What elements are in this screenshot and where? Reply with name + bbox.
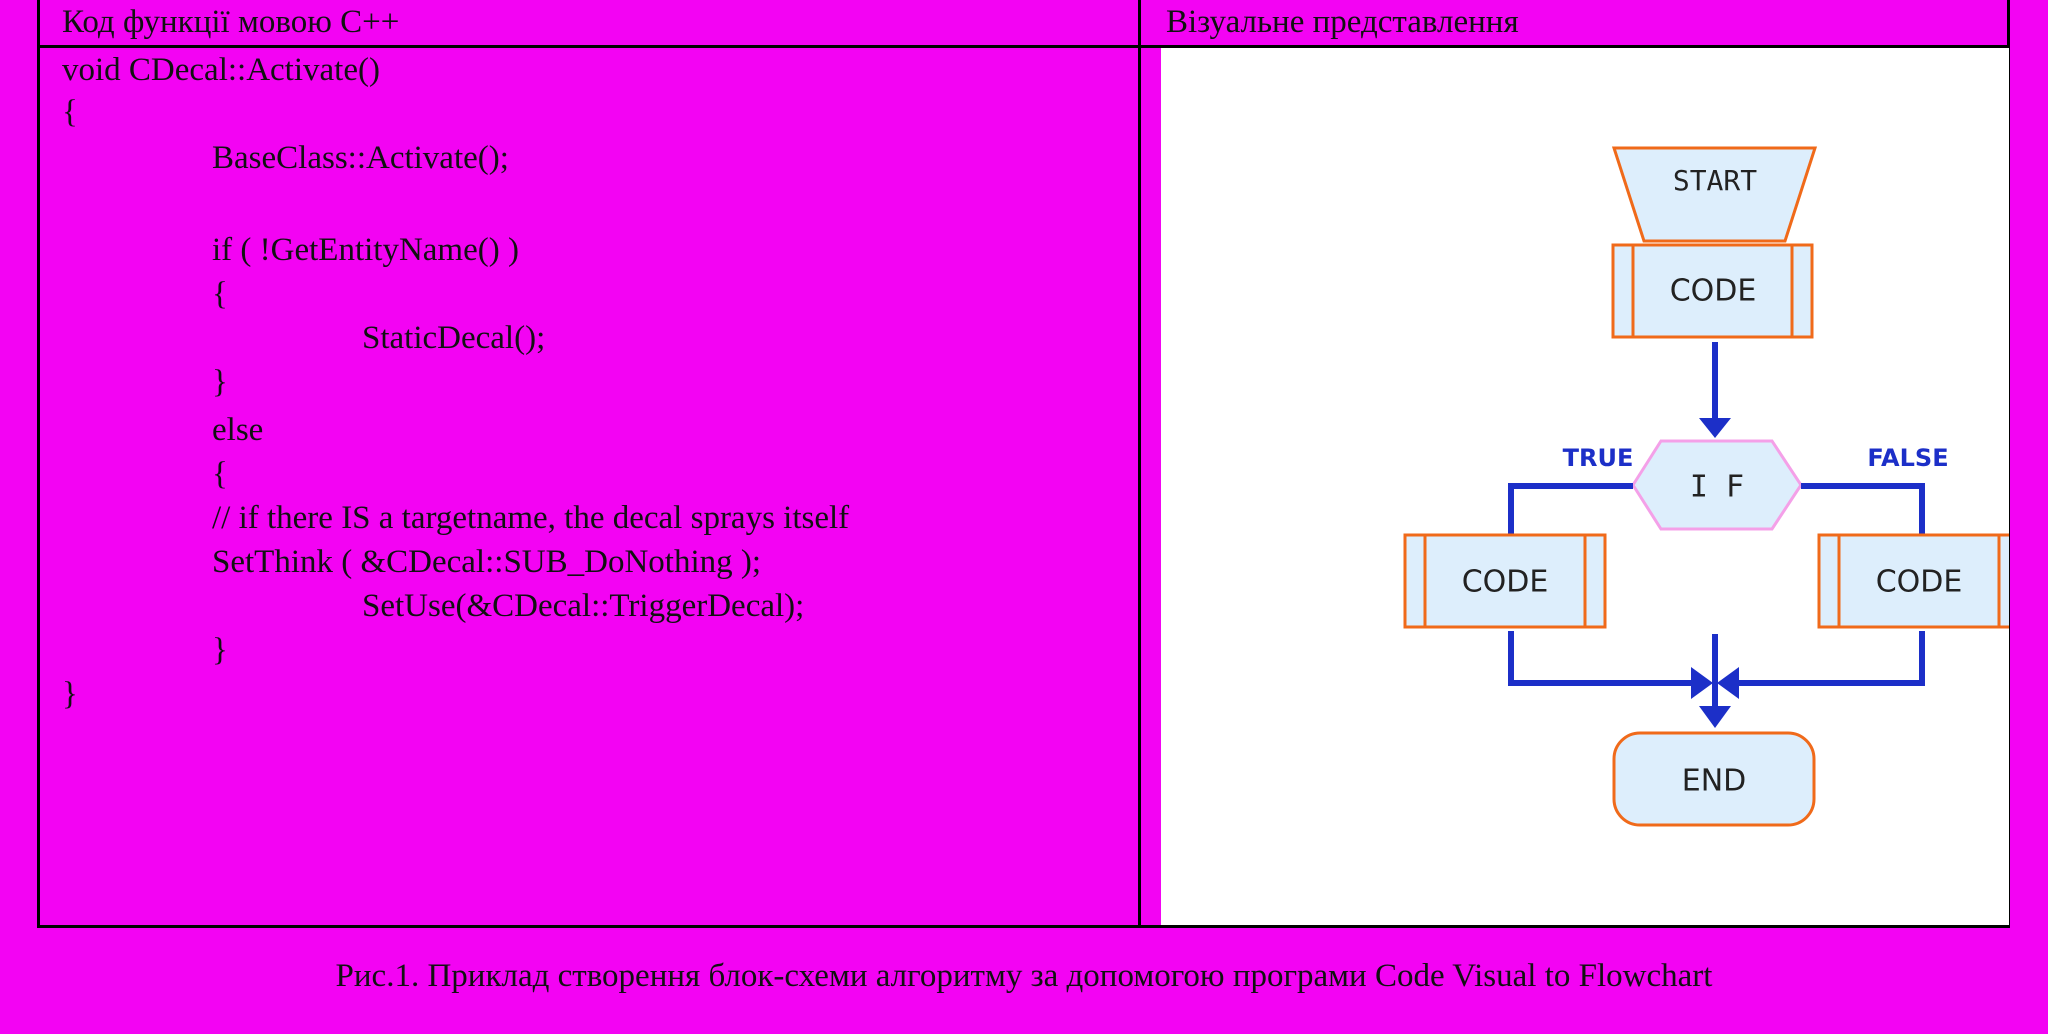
start-node: [1611, 146, 1818, 243]
false-label: FALSE: [1867, 444, 1948, 472]
code-node-top: [1611, 243, 1814, 339]
header-visual: Візуальне представлення: [1166, 4, 1519, 40]
arrow-merge-left: [1691, 667, 1713, 699]
code-line: {: [212, 456, 228, 492]
code-node-right: [1817, 533, 2009, 629]
code-line: SetUse(&CDecal::TriggerDecal);: [362, 588, 805, 624]
code-line: }: [212, 632, 228, 668]
column-divider: [1138, 0, 1141, 925]
code-line: {: [62, 94, 78, 130]
code-left-label: CODE: [1462, 565, 1549, 600]
code-line: if ( !GetEntityName() ): [212, 232, 519, 268]
code-line: {: [212, 276, 228, 312]
arrow-to-end: [1699, 706, 1731, 728]
connector-true: [1508, 483, 1633, 548]
code-line: else: [212, 412, 264, 448]
arrow-to-if: [1699, 418, 1731, 438]
code-line: }: [212, 364, 228, 400]
connector-merge-left: [1508, 631, 1691, 686]
code-top-label: CODE: [1670, 274, 1757, 309]
flowchart-diagram: START CODE I F TRUE FALSE CODE: [1403, 146, 2009, 827]
code-line: void CDecal::Activate(): [62, 52, 380, 88]
start-label: START: [1673, 164, 1757, 197]
code-line: StaticDecal();: [362, 320, 546, 356]
connector-merge-right: [1739, 631, 1925, 686]
header-code: Код функції мовою С++: [62, 4, 400, 40]
figure-caption: Рис.1. Приклад створення блок-схеми алго…: [335, 958, 1713, 994]
code-comparison-table: Код функції мовою С++ Візуальне представ…: [37, 0, 2010, 928]
code-line: }: [62, 676, 78, 712]
code-line: SetThink ( &CDecal::SUB_DoNothing );: [212, 544, 762, 580]
connector-false: [1801, 483, 1925, 548]
arrow-merge-right: [1717, 667, 1739, 699]
code-right-label: CODE: [1876, 565, 1963, 600]
true-label: TRUE: [1563, 444, 1634, 472]
if-label: I F: [1690, 470, 1744, 505]
code-line: BaseClass::Activate();: [212, 140, 509, 176]
code-line: // if there IS a targetname, the decal s…: [212, 500, 850, 536]
header-divider: [40, 45, 2007, 48]
code-node-left: [1403, 533, 1607, 629]
flowchart-panel: START CODE I F TRUE FALSE CODE: [1161, 48, 2009, 925]
end-node: [1612, 731, 1816, 827]
end-label: END: [1682, 764, 1747, 799]
